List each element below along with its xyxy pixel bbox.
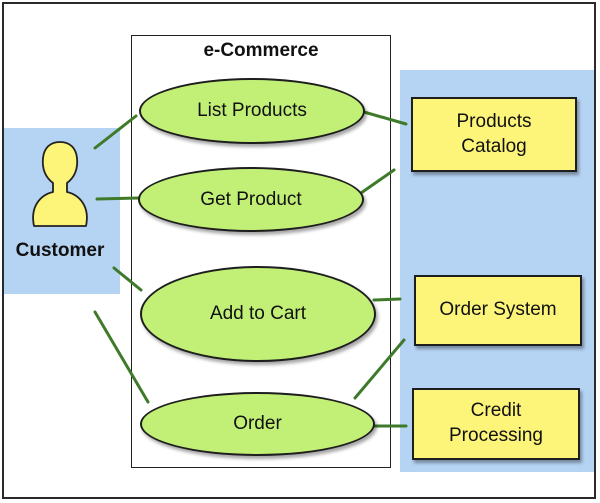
use-case-get-product[interactable]: Get Product bbox=[138, 167, 364, 232]
external-system-credit-processing[interactable]: Credit Processing bbox=[412, 388, 580, 460]
user-icon bbox=[32, 141, 88, 227]
connector-order-order-system bbox=[353, 338, 406, 400]
connector-customer-get-product bbox=[95, 196, 142, 201]
connector-get-product-catalog bbox=[359, 168, 396, 195]
external-system-order-system[interactable]: Order System bbox=[414, 275, 582, 346]
use-case-order[interactable]: Order bbox=[140, 392, 375, 456]
connector-customer-list-products bbox=[93, 114, 138, 150]
connector-list-products-catalog bbox=[362, 110, 408, 126]
system-title: e-Commerce bbox=[203, 40, 319, 61]
connector-customer-order bbox=[93, 310, 150, 404]
use-case-add-to-cart[interactable]: Add to Cart bbox=[140, 266, 376, 362]
use-case-list-products[interactable]: List Products bbox=[139, 78, 365, 144]
external-system-products-catalog[interactable]: Products Catalog bbox=[411, 97, 577, 172]
connector-add-to-cart-order-system bbox=[372, 297, 402, 302]
connector-customer-add-to-cart bbox=[112, 266, 143, 292]
actor-label: Customer bbox=[15, 240, 105, 261]
